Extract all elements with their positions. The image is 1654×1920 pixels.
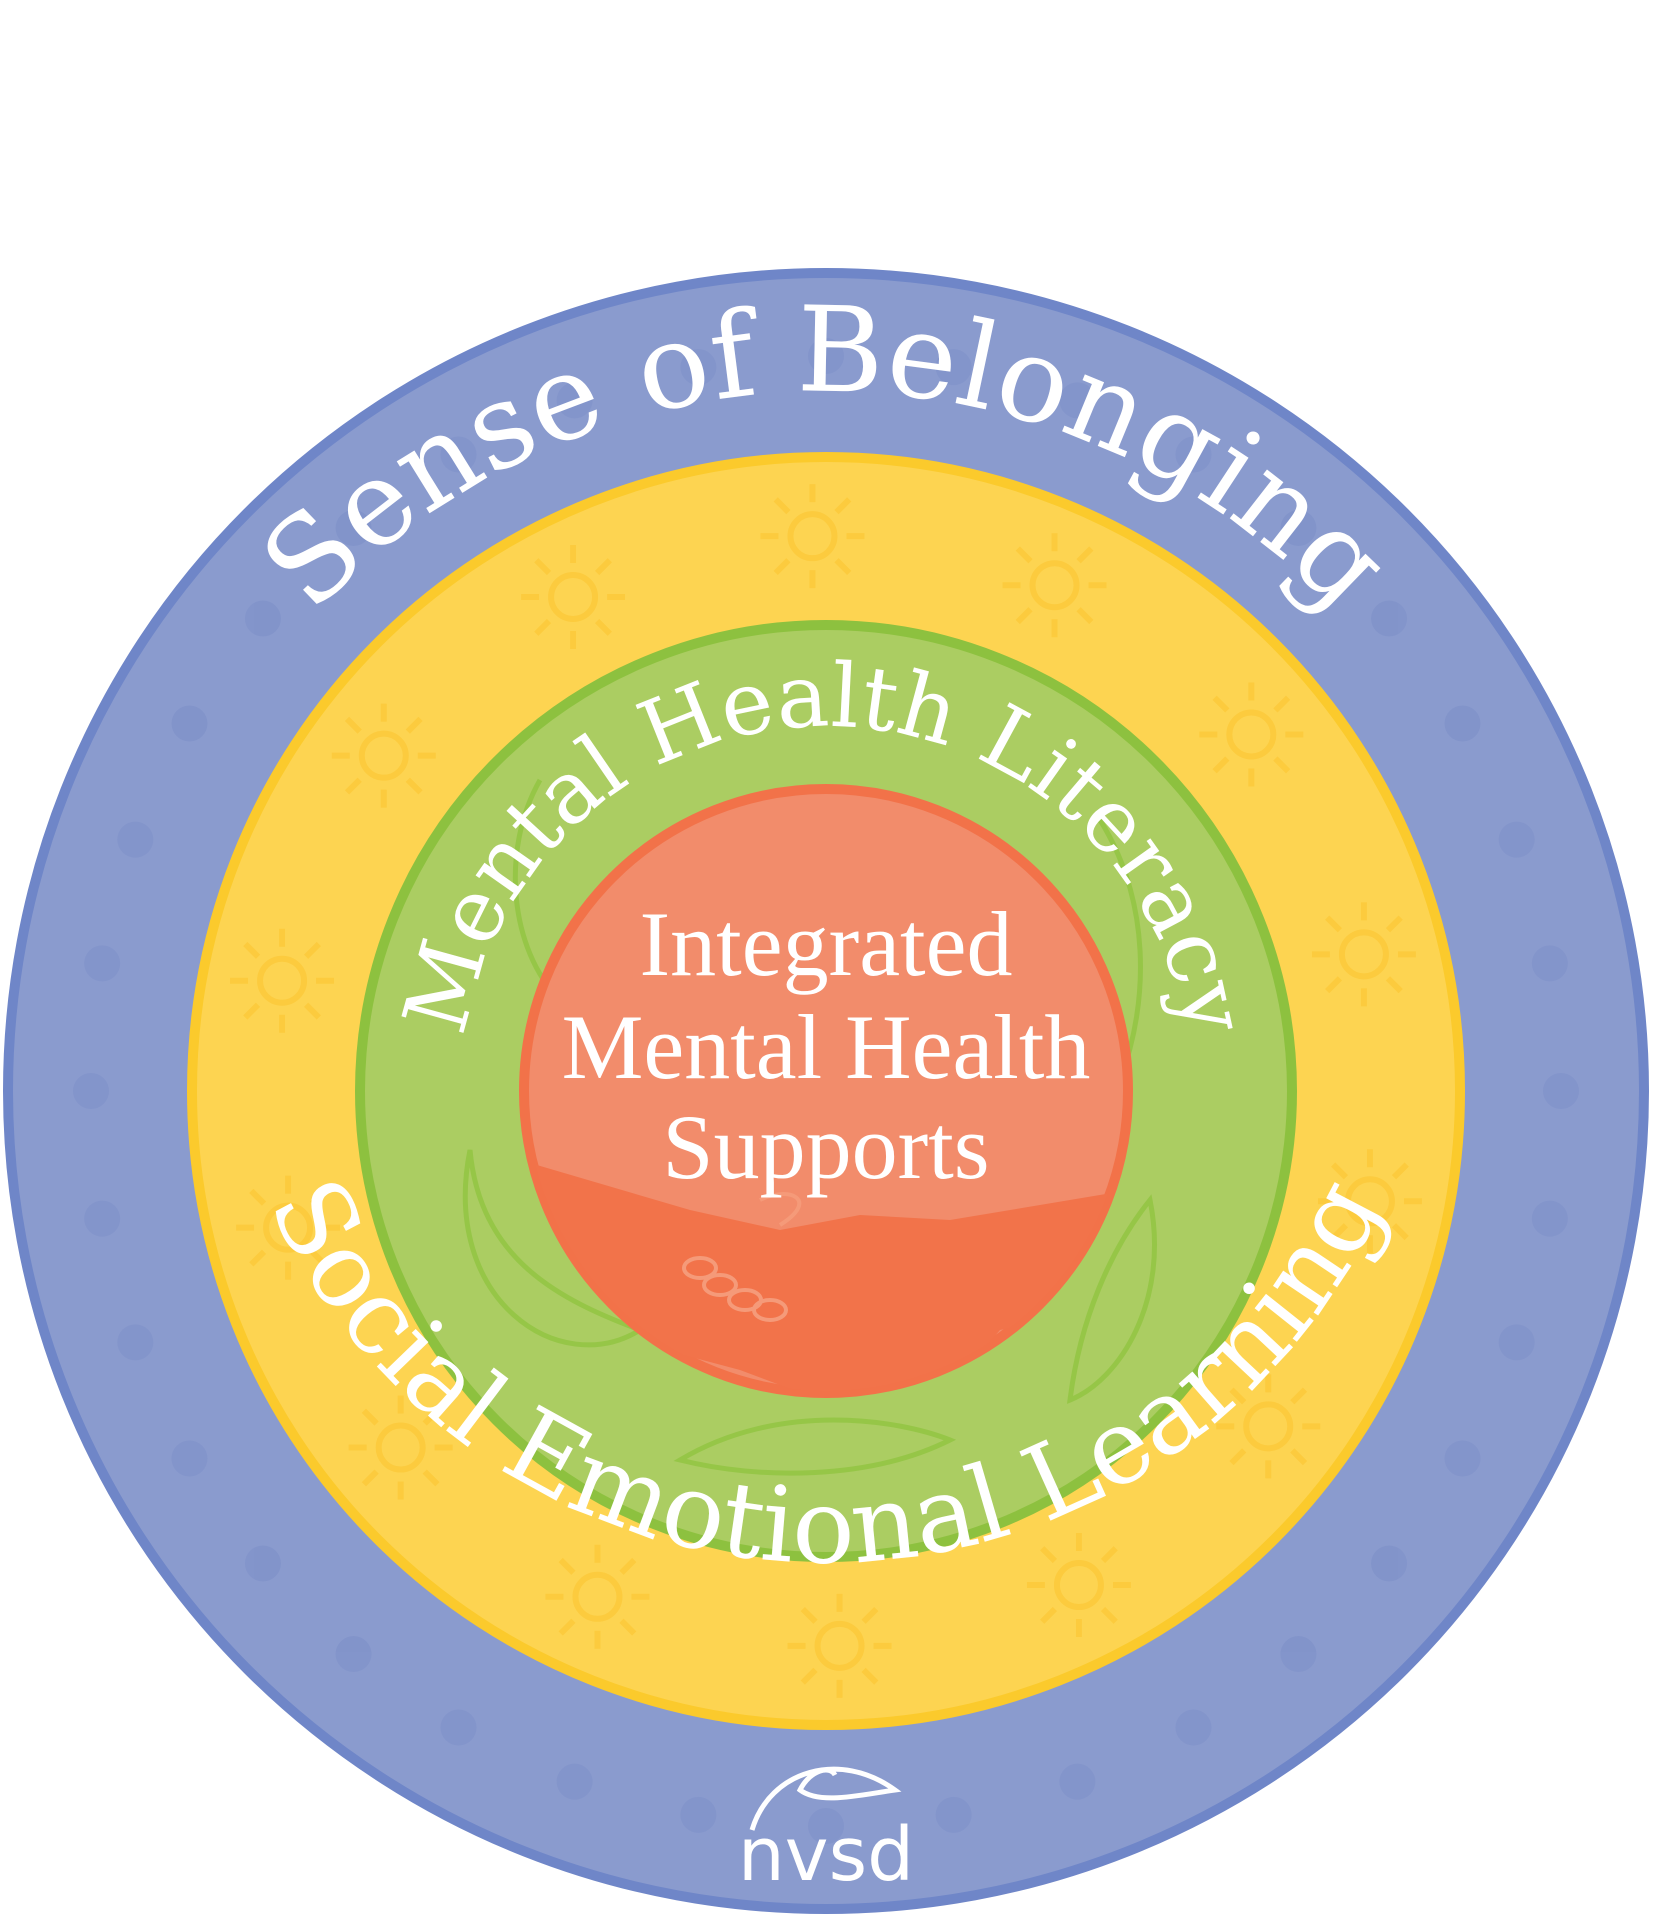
person-head-icon [680, 349, 717, 386]
person-head-icon [1175, 1709, 1212, 1746]
person-head-icon [1543, 1073, 1579, 1109]
person-head-icon [335, 509, 372, 546]
sun-icon [1002, 533, 1107, 638]
person-head-icon [171, 1440, 208, 1477]
person-head-icon [556, 1763, 593, 1800]
person-head-icon [1444, 1440, 1481, 1477]
person-head-icon [440, 436, 477, 473]
sun-icon [230, 928, 335, 1033]
sun-icon [521, 544, 626, 649]
sun-icon [545, 1544, 650, 1649]
person-head-icon [171, 705, 208, 742]
person-head-icon [117, 1324, 154, 1361]
leaf-logo-icon [749, 1766, 902, 1831]
sun-icon [760, 484, 865, 589]
person-head-icon [935, 349, 972, 386]
person-head-icon [1280, 1636, 1317, 1673]
sun-icon [787, 1593, 892, 1698]
person-head-icon [1531, 1200, 1568, 1237]
person-head-icon [244, 600, 281, 637]
nvsd-logo-text: nvsd [738, 1812, 914, 1898]
person-head-icon [808, 338, 844, 374]
sun-icon [331, 703, 436, 808]
person-head-icon [335, 1636, 372, 1673]
person-head-icon [244, 1545, 281, 1582]
handshake-icon [526, 1160, 1126, 1391]
sun-icon [348, 1395, 453, 1500]
person-head-icon [73, 1073, 109, 1109]
person-head-icon [1531, 945, 1568, 982]
sun-icon [1216, 1374, 1321, 1479]
people-pattern-icon [73, 338, 1579, 1844]
person-head-icon [935, 1796, 972, 1833]
person-head-icon [1371, 600, 1408, 637]
person-head-icon [84, 945, 121, 982]
person-head-icon [1371, 1545, 1408, 1582]
core-label-line-3: Supports [662, 1096, 989, 1198]
person-head-icon [440, 1709, 477, 1746]
person-head-icon [808, 1808, 844, 1844]
person-head-icon [1280, 509, 1317, 546]
person-head-icon [84, 1200, 121, 1237]
sun-icon [1311, 902, 1416, 1007]
sun-pattern-icon [230, 484, 1422, 1698]
core-label-line-1: Integrated [640, 893, 1013, 995]
person-head-icon [556, 382, 593, 419]
sun-icon [1026, 1533, 1131, 1638]
nvsd-logo: nvsd [738, 1766, 914, 1898]
person-head-icon [117, 821, 154, 858]
person-head-icon [680, 1796, 717, 1833]
sun-icon [1317, 1149, 1422, 1254]
person-head-icon [1059, 1763, 1096, 1800]
person-head-icon [1059, 382, 1096, 419]
person-head-icon [1444, 705, 1481, 742]
person-head-icon [1175, 436, 1212, 473]
sun-icon [236, 1175, 341, 1280]
core-label-line-2: Mental Health [562, 996, 1091, 1098]
person-head-icon [1498, 821, 1535, 858]
person-head-icon [1498, 1324, 1535, 1361]
sun-icon [1199, 682, 1304, 787]
